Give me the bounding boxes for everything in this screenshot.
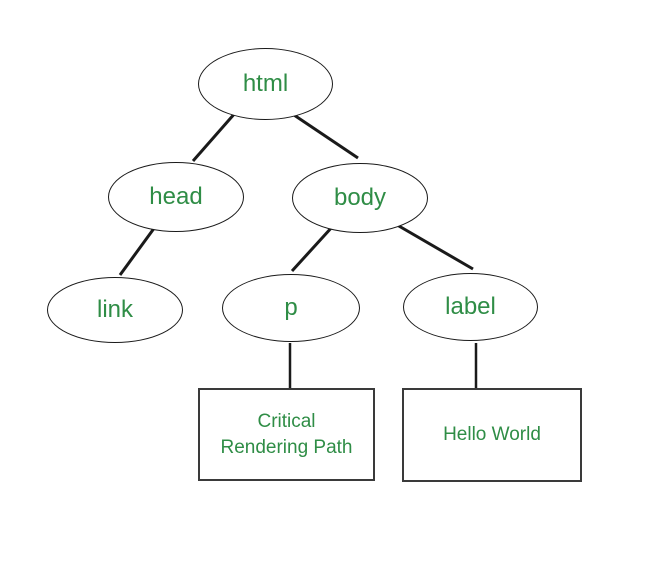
edge-body-label [391,220,474,271]
text-box-crp-line1: Critical [257,410,316,432]
tree-node-head: head [108,162,244,232]
edge-head-link [118,226,157,276]
tree-node-body-label: body [333,184,387,211]
text-box-hello-label: Hello World [443,424,541,446]
tree-node-label: label [403,273,538,341]
tree-node-head-label: head [149,183,203,210]
text-box-critical-rendering-path: Critical Rendering Path [198,388,375,481]
tree-node-p-label: p [284,294,298,321]
tree-node-link-label: link [96,296,133,323]
text-box-crp-line2: Rendering Path [220,436,353,458]
tree-node-p: p [222,274,360,342]
tree-node-body: body [292,163,428,233]
tree-node-label-label: label [445,293,496,320]
edge-html-head [191,111,238,162]
tree-node-html-label: html [242,70,289,97]
text-box-hello-world: Hello World [402,388,582,482]
edge-body-p [290,224,335,273]
tree-node-link: link [47,277,183,343]
tree-node-html: html [198,48,333,120]
edge-html-body [290,111,359,160]
